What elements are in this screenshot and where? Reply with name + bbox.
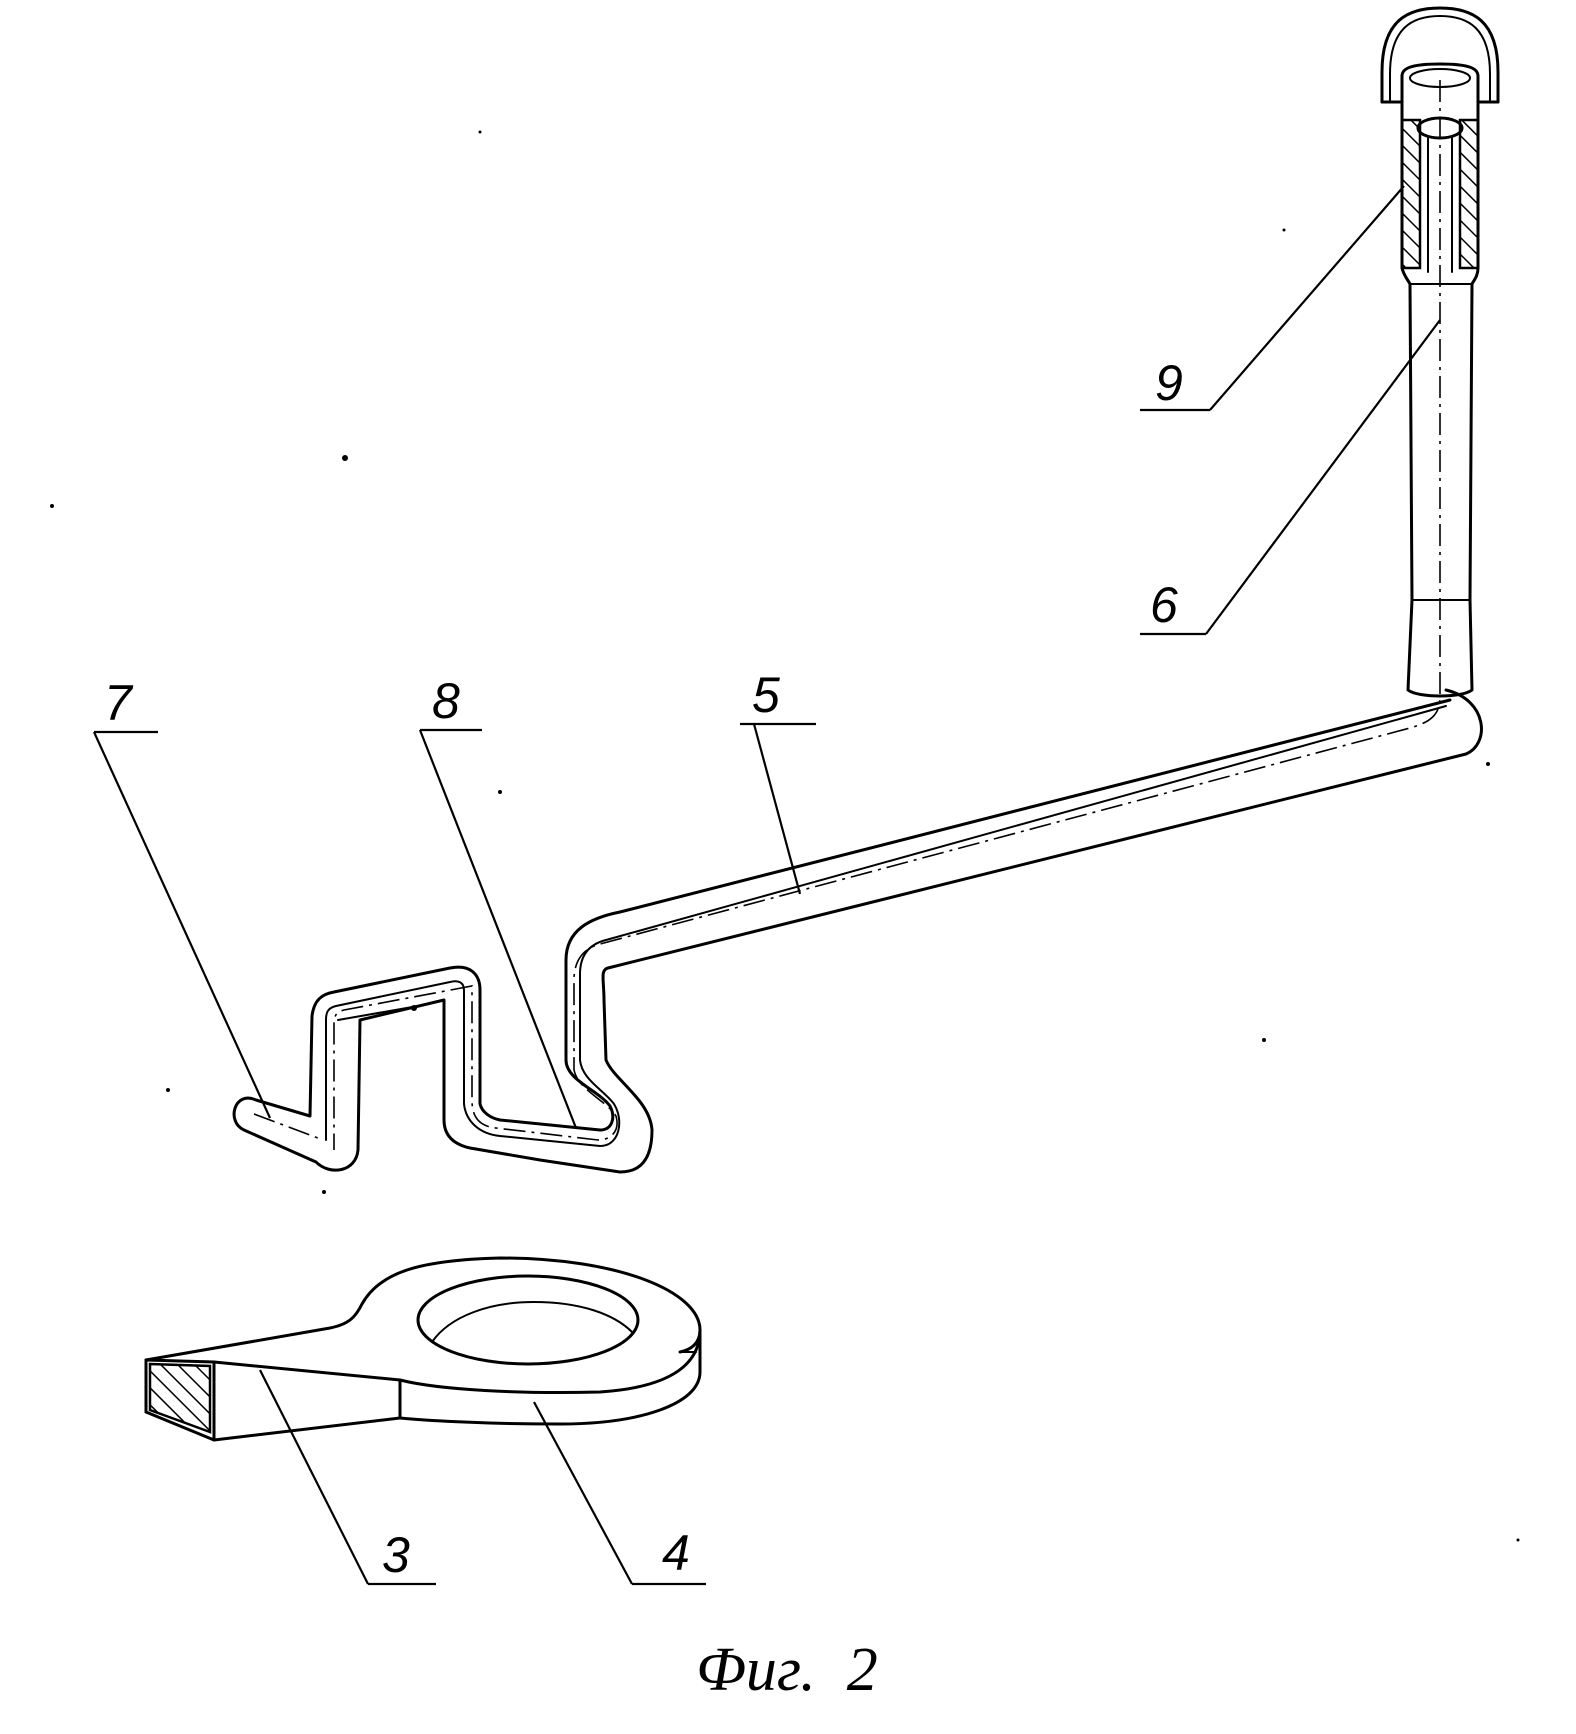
plate-stem-front <box>144 1358 402 1420</box>
rod-axis <box>333 80 1441 1150</box>
plate-hub-side <box>398 1328 702 1426</box>
label-9: 9 <box>1155 355 1183 411</box>
rod-inner <box>325 705 1447 1147</box>
handle-section-left <box>1400 118 1422 270</box>
label-7: 7 <box>104 675 134 731</box>
scan-specks <box>50 130 1520 1542</box>
figure-caption: Фиг. 2 <box>696 1636 878 1704</box>
plate-hole-outer <box>416 1274 640 1366</box>
label-5: 5 <box>752 667 780 723</box>
rod-assembly <box>232 80 1483 1174</box>
rod-outer <box>232 688 1483 1174</box>
handle-cap <box>1400 62 1480 122</box>
wrench-plate <box>144 1256 702 1442</box>
handle-ring <box>1380 6 1500 104</box>
plate-section <box>148 1362 212 1434</box>
label-8: 8 <box>432 673 460 729</box>
handle-section-right <box>1458 118 1480 270</box>
callouts: 9 6 5 8 7 3 4 <box>92 185 1441 1586</box>
plate-hole-inner <box>431 1301 633 1343</box>
label-4: 4 <box>662 1525 690 1581</box>
handle-body <box>1400 118 1480 698</box>
label-3: 3 <box>382 1527 410 1583</box>
label-6: 6 <box>1150 577 1178 633</box>
